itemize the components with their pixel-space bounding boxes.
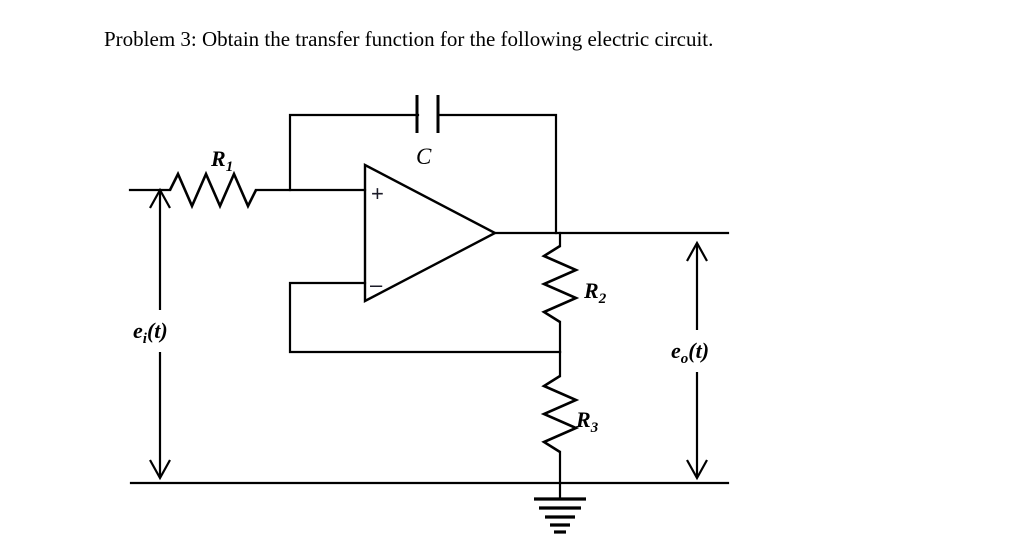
opamp [363,163,498,303]
r3-label-sub: 3 [590,420,599,436]
capacitor-c [415,95,440,133]
c-label-text: C [416,144,432,169]
opamp-minus-text: – [370,272,383,297]
input-voltage-label: ei(t) [133,318,168,347]
resistor-r2-label: R2 [583,278,607,307]
input-voltage-arrow-down [149,352,171,481]
wire-capacitor-to-output [436,113,558,235]
eo-label-base: e [671,338,681,363]
svg-text:ei(t): ei(t) [133,318,168,347]
svg-text:R3: R3 [575,407,599,436]
resistor-r3-label: R3 [575,407,599,436]
r2-label-base: R [583,278,599,303]
resistor-r3 [540,374,580,454]
eo-label-arg: (t) [688,338,709,363]
wire-node-to-capacitor [288,113,420,192]
r2-label-sub: 2 [598,291,607,307]
ei-label-base: e [133,318,143,343]
svg-text:eo(t): eo(t) [671,338,709,367]
page-title: Problem 3: Obtain the transfer function … [104,27,714,51]
opamp-plus-text: + [371,181,384,206]
ei-label-arg: (t) [147,318,168,343]
resistor-r2 [540,244,580,324]
resistor-r1 [168,170,258,210]
ground-symbol [534,481,586,534]
r1-label-base: R [210,146,226,171]
r1-label-sub: 1 [226,159,234,175]
capacitor-label: C [416,144,432,169]
resistor-r1-label: R1 [210,146,233,175]
opamp-minus-sign: – [370,272,383,297]
svg-text:R1: R1 [210,146,233,175]
wire-inverting-feedback [288,281,562,354]
eo-label-sub: o [681,351,689,367]
ei-label-sub: i [143,331,148,347]
output-voltage-arrow-down [686,372,708,481]
r3-label-base: R [575,407,591,432]
svg-text:R2: R2 [583,278,607,307]
opamp-plus-sign: + [371,181,384,206]
input-voltage-arrow-up [149,187,171,310]
output-voltage-arrow-up [686,240,708,330]
output-voltage-label: eo(t) [671,338,709,367]
